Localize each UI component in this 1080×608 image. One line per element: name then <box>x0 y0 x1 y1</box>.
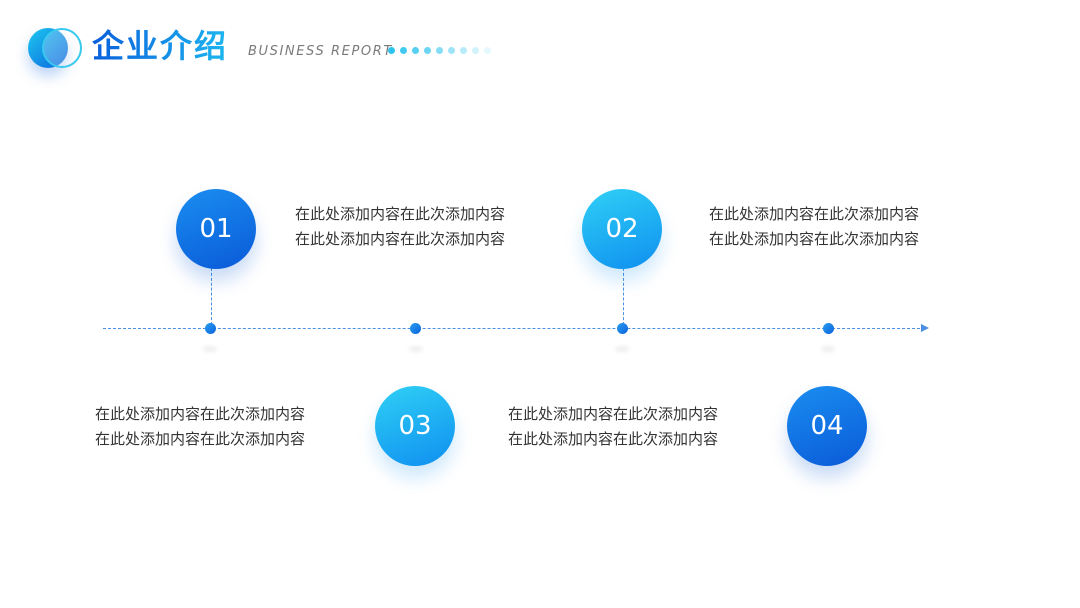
description-line: 在此处添加内容在此次添加内容 <box>508 430 719 448</box>
step-description-02: 在此处添加内容在此次添加内容 在此处添加内容在此次添加内容 <box>709 202 949 252</box>
dot-icon <box>448 47 455 54</box>
dot-icon <box>484 47 491 54</box>
description-line: 在此处添加内容在此次添加内容 <box>709 205 920 223</box>
step-description-04: 在此处添加内容在此次添加内容 在此处添加内容在此次添加内容 <box>508 402 748 452</box>
step-description-01: 在此处添加内容在此次添加内容 在此处添加内容在此次添加内容 <box>295 202 535 252</box>
step-number: 04 <box>810 411 844 441</box>
timeline-node <box>205 323 216 334</box>
dot-icon <box>460 47 467 54</box>
description-line: 在此处添加内容在此次添加内容 <box>508 405 719 423</box>
description-line: 在此处添加内容在此次添加内容 <box>95 430 306 448</box>
timeline-axis <box>103 328 925 329</box>
node-shadow <box>615 346 629 352</box>
description-line: 在此处添加内容在此次添加内容 <box>295 205 506 223</box>
description-line: 在此处添加内容在此次添加内容 <box>709 230 920 248</box>
step-circle-04: 04 <box>787 386 867 466</box>
step-number: 03 <box>398 411 432 441</box>
dot-icon <box>400 47 407 54</box>
dot-icon <box>424 47 431 54</box>
page-title: 企业介绍 <box>92 27 229 65</box>
description-line: 在此处添加内容在此次添加内容 <box>95 405 306 423</box>
step-circle-03: 03 <box>375 386 455 466</box>
timeline-connector <box>623 268 624 325</box>
timeline-node <box>617 323 628 334</box>
decorative-dots <box>388 47 498 55</box>
description-line: 在此处添加内容在此次添加内容 <box>295 230 506 248</box>
step-description-03: 在此处添加内容在此次添加内容 在此处添加内容在此次添加内容 <box>95 402 335 452</box>
overlapping-circles-icon <box>28 26 86 70</box>
arrow-right-icon <box>921 324 929 332</box>
dot-icon <box>388 47 395 54</box>
step-number: 01 <box>199 214 233 244</box>
logo-circle-outline <box>42 28 82 68</box>
dot-icon <box>472 47 479 54</box>
dot-icon <box>436 47 443 54</box>
node-shadow <box>821 346 835 352</box>
node-shadow <box>203 346 217 352</box>
page-subtitle: BUSINESS REPORT <box>248 44 393 59</box>
step-circle-01: 01 <box>176 189 256 269</box>
timeline-connector <box>211 268 212 325</box>
timeline-node <box>823 323 834 334</box>
slide-header: 企业介绍 BUSINESS REPORT <box>0 0 1080 100</box>
timeline-node <box>410 323 421 334</box>
step-number: 02 <box>605 214 639 244</box>
node-shadow <box>409 346 423 352</box>
step-circle-02: 02 <box>582 189 662 269</box>
dot-icon <box>412 47 419 54</box>
